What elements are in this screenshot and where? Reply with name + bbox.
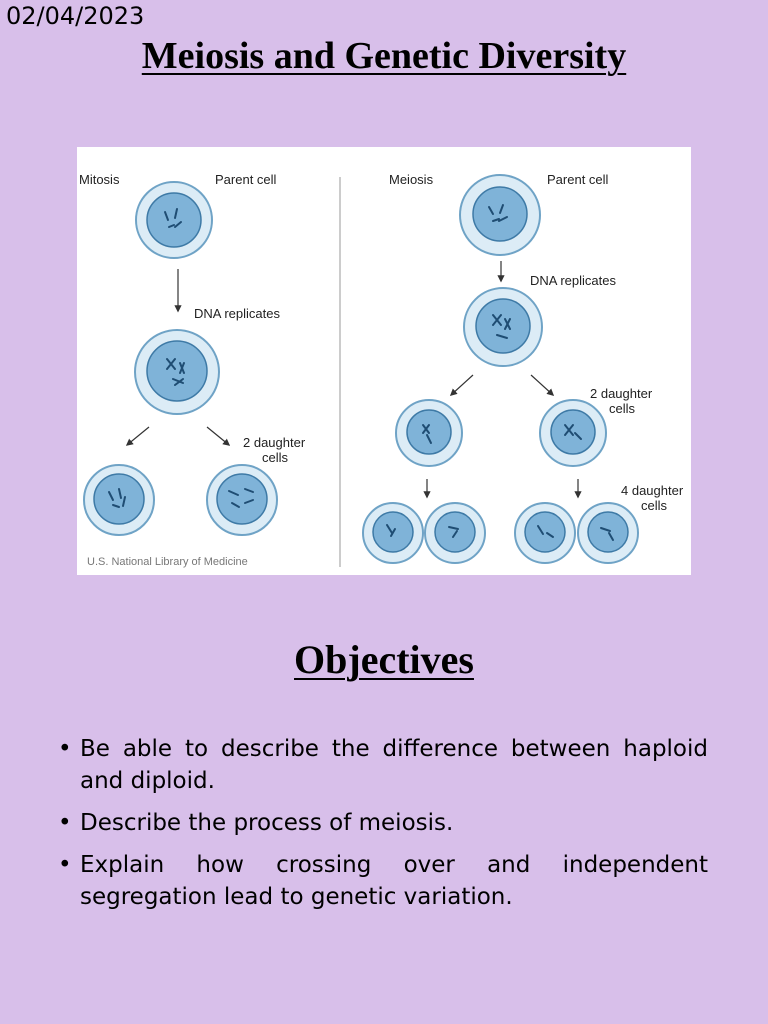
- meiosis-parent-cell: [459, 174, 541, 256]
- diagram-credit: U.S. National Library of Medicine: [87, 556, 248, 568]
- objective-item: • Be able to describe the difference bet…: [58, 733, 708, 797]
- diagram-svg: Mitosis Parent cell DNA replicates 2 dau…: [79, 172, 684, 568]
- meiosis-first-division-cell-2: [539, 399, 607, 467]
- meiosis-final-cell-4: [577, 502, 639, 564]
- mitosis-heading: Mitosis: [79, 172, 120, 187]
- mitosis-daughter-cell-1: [83, 464, 155, 536]
- objective-item: • Describe the process of meiosis.: [58, 807, 708, 839]
- objectives-heading: Objectives: [294, 637, 474, 682]
- objective-item: • Explain how crossing over and independ…: [58, 849, 708, 913]
- objective-text: Describe the process of meiosis.: [80, 810, 454, 836]
- meiosis-arrow-right: [530, 374, 555, 396]
- meiosis-daughters-label-2: cells: [609, 401, 636, 416]
- meiosis-arrow-left: [449, 374, 474, 396]
- bullet-icon: •: [58, 810, 72, 836]
- meiosis-replicates-label: DNA replicates: [530, 273, 616, 288]
- objective-text: Be able to describe the difference betwe…: [80, 736, 708, 794]
- objectives-list: • Be able to describe the difference bet…: [58, 733, 708, 923]
- mitosis-arrow-left: [125, 426, 150, 446]
- mitosis-daughters-label-2: cells: [262, 450, 289, 465]
- objective-text: Explain how crossing over and independen…: [80, 852, 708, 910]
- bullet-icon: •: [58, 736, 72, 762]
- mitosis-meiosis-diagram: Mitosis Parent cell DNA replicates 2 dau…: [77, 147, 691, 575]
- slide-date: 02/04/2023: [6, 2, 145, 30]
- meiosis-heading: Meiosis: [389, 172, 434, 187]
- mitosis-parent-label: Parent cell: [215, 172, 277, 187]
- meiosis-replicated-cell: [463, 287, 543, 367]
- mitosis-parent-cell: [135, 181, 213, 259]
- mitosis-daughter-cell-2: [206, 464, 278, 536]
- mitosis-daughters-label-1: 2 daughter: [243, 435, 306, 450]
- meiosis-first-division-cell-1: [395, 399, 463, 467]
- meiosis-final-label-2: cells: [641, 498, 668, 513]
- meiosis-parent-label: Parent cell: [547, 172, 609, 187]
- mitosis-replicated-cell: [134, 329, 220, 415]
- mitosis-replicates-label: DNA replicates: [194, 306, 280, 321]
- slide-title: Meiosis and Genetic Diversity: [141, 35, 627, 77]
- meiosis-final-cell-2: [424, 502, 486, 564]
- meiosis-final-cell-3: [514, 502, 576, 564]
- mitosis-arrow-right: [206, 426, 231, 446]
- meiosis-final-label-1: 4 daughter: [621, 483, 684, 498]
- meiosis-final-cell-1: [362, 502, 424, 564]
- bullet-icon: •: [58, 852, 72, 878]
- meiosis-daughters-label-1: 2 daughter: [590, 386, 653, 401]
